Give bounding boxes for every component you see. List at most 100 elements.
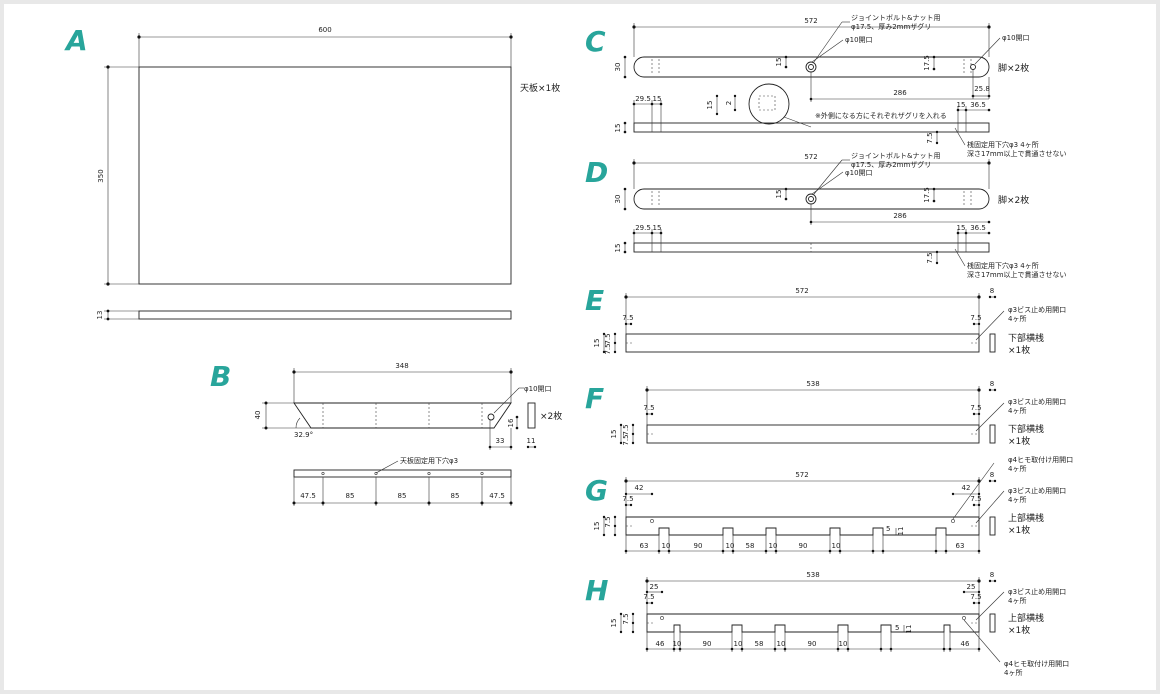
- part-d-height: 30: [614, 195, 622, 204]
- part-c-d15b: 15: [653, 95, 662, 103]
- part-b-label: ×2枚: [540, 410, 562, 422]
- part-d-d15b: 15: [653, 224, 662, 232]
- part-a-thickness: 13: [96, 311, 104, 320]
- paper: [4, 4, 1156, 690]
- part-g-spacing-1: 63: [640, 542, 649, 550]
- part-c-d7-5: 7.5: [926, 132, 934, 143]
- part-g-d5: 5: [886, 525, 890, 533]
- part-c-detail-circle: [748, 83, 790, 125]
- part-c-d286: 286: [893, 89, 907, 97]
- part-h-bottom-note-1: φ4ヒモ取付け用開口: [1004, 659, 1069, 668]
- part-g-spacing-8: 10: [832, 542, 841, 550]
- part-h-spacing-8: 10: [839, 640, 848, 648]
- part-h-bottom-note-2: 4ヶ所: [1004, 668, 1022, 677]
- part-f-label-1: 下部横桟: [1008, 423, 1044, 435]
- part-f-d8: 8: [990, 380, 994, 388]
- part-d-d29-5: 29.5: [635, 224, 651, 232]
- part-c-d2: 2: [725, 101, 733, 105]
- part-d-hole-note-1: 桟固定用下穴φ3 4ヶ所: [967, 261, 1039, 270]
- part-c-hole-center: φ10開口: [845, 36, 873, 44]
- part-b-width: 348: [395, 362, 408, 370]
- part-a-top-view: [138, 66, 512, 285]
- part-b-letter: B: [210, 360, 231, 393]
- part-d-d7-5: 7.5: [926, 252, 934, 263]
- part-g-spacing-7: 90: [799, 542, 808, 550]
- part-b-spacing-2: 85: [346, 492, 355, 500]
- part-b-bottom-view: [293, 469, 512, 478]
- part-g-end-view: [989, 516, 996, 536]
- part-h-end-view: [989, 613, 996, 633]
- part-b-end-view: [527, 402, 536, 429]
- part-f-d7-5b: 7.5: [970, 404, 981, 412]
- part-e-d8: 8: [990, 287, 994, 295]
- part-h-d15: 15: [610, 619, 618, 628]
- part-c-d15e: 15: [706, 101, 714, 110]
- part-b-hole-note: φ10開口: [524, 385, 552, 393]
- part-d: D 572 ジョイントボルト&ナット用 φ17.5、厚み2mmザグリ φ10開口…: [585, 152, 1067, 279]
- part-f: F 538 8 7.5 7.5 15 7.5 7.5 φ3ビス止め用開口 4ヶ所…: [585, 380, 1066, 447]
- part-c-d25-8: 25.8: [974, 85, 990, 93]
- part-b-d16: 16: [507, 418, 515, 427]
- part-g-label-1: 上部横桟: [1008, 512, 1044, 524]
- part-e-end-view: [989, 333, 996, 353]
- part-b: B 348 φ10開口 40 32.9° 16 33 11 ×2枚 天板固定用下…: [210, 360, 562, 506]
- part-b-screw-note: 天板固定用下穴φ3: [400, 456, 458, 465]
- part-h-d7-5a: 7.5: [643, 593, 654, 601]
- part-b-spacing-4: 85: [451, 492, 460, 500]
- part-c-profile: [633, 56, 990, 78]
- part-g-d7-5a: 7.5: [622, 495, 633, 503]
- part-g-letter: G: [585, 474, 608, 507]
- part-d-bolt-note-2: φ17.5、厚み2mmザグリ: [851, 160, 931, 169]
- part-b-d11: 11: [527, 437, 536, 445]
- part-f-d7-5a: 7.5: [643, 404, 654, 412]
- part-d-hole-center: φ10開口: [845, 169, 873, 177]
- part-g-d8: 8: [990, 471, 994, 479]
- part-c-outer-note: ※外側になる方にそれぞれザグリを入れる: [815, 111, 947, 120]
- part-d-width: 572: [804, 153, 817, 161]
- part-c-label: 脚×2枚: [998, 62, 1029, 74]
- part-g-d11: 11: [897, 527, 905, 536]
- part-g-spacing-4: 10: [726, 542, 735, 550]
- part-a-side-view: [138, 310, 512, 320]
- part-h-spacing-7: 90: [808, 640, 817, 648]
- part-e-d7-5d: 7.5: [604, 343, 612, 354]
- part-b-height: 40: [254, 411, 262, 420]
- part-c-d15: 15: [775, 58, 783, 67]
- part-g-top-note-1: φ4ヒモ取付け用開口: [1008, 455, 1073, 464]
- part-g-spacing-2: 10: [662, 542, 671, 550]
- part-a-height: 350: [97, 169, 105, 182]
- part-g-top-note-2: 4ヶ所: [1008, 464, 1026, 473]
- part-d-d17-5: 17.5: [923, 187, 931, 203]
- part-h-d5: 5: [895, 624, 899, 632]
- part-f-d7-5d: 7.5: [622, 434, 630, 445]
- part-e-d7-5c: 7.5: [604, 333, 612, 344]
- part-g: G 572 8 42 42 7.5 7.5 15 7.5 5 11 φ4ヒモ取付…: [585, 455, 1073, 554]
- part-d-d36-5: 36.5: [970, 224, 986, 232]
- part-b-spacing-5: 47.5: [489, 492, 505, 500]
- part-h-label-1: 上部横桟: [1008, 612, 1044, 624]
- part-g-width: 572: [795, 471, 808, 479]
- part-e-d7-5a: 7.5: [622, 314, 633, 322]
- part-g-d15: 15: [593, 522, 601, 531]
- part-e-label-1: 下部横桟: [1008, 332, 1044, 344]
- part-f-d7-5c: 7.5: [622, 424, 630, 435]
- part-a-width: 600: [318, 26, 331, 34]
- part-c-width: 572: [804, 17, 817, 25]
- part-c-d36-5: 36.5: [970, 101, 986, 109]
- part-d-bolt-note-1: ジョイントボルト&ナット用: [851, 152, 940, 160]
- part-f-d15: 15: [610, 430, 618, 439]
- part-c-d15d: 15: [614, 124, 622, 133]
- part-d-d15c: 15: [957, 224, 966, 232]
- part-e-width: 572: [795, 287, 808, 295]
- part-c-bolt-note-2: φ17.5、厚み2mmザグリ: [851, 22, 931, 31]
- part-c-hole-note-1: 桟固定用下穴φ3 4ヶ所: [967, 140, 1039, 149]
- part-c-hole-right: φ10開口: [1002, 34, 1030, 42]
- part-g-d7-5c: 7.5: [604, 516, 612, 527]
- part-e-note-2: 4ヶ所: [1008, 314, 1026, 323]
- part-g-note-2: 4ヶ所: [1008, 495, 1026, 504]
- part-h-d7-5b: 7.5: [970, 593, 981, 601]
- part-g-spacing-ticks: [624, 535, 981, 554]
- part-b-spacing-1: 47.5: [300, 492, 316, 500]
- part-f-width: 538: [806, 380, 819, 388]
